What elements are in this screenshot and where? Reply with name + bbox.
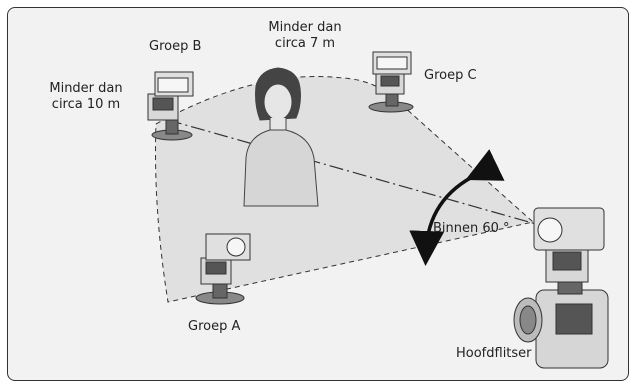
double-arrow-icon [409,149,505,266]
diagram-canvas [147,51,609,369]
group-b-label: Groep B [149,39,202,54]
person-icon [243,67,319,207]
camera-icon [513,289,609,369]
flash-unit-icon [533,207,605,295]
master-flash-label: Hoofdflitser [456,346,532,361]
distance-7m-line1: Minder dan [268,20,342,35]
flash-unit-icon [147,71,194,141]
diagram-frame: Minder dan circa 7 m Groep B Groep C Min… [7,7,629,381]
flash-unit-icon [368,51,414,113]
distance-10m-line2: circa 10 m [51,97,121,112]
angle-label: Binnen 60 ° [433,221,510,236]
distance-7m-label: Minder dan circa 7 m [240,20,370,52]
group-a-label: Groep A [188,319,241,334]
distance-7m-line2: circa 7 m [274,36,336,51]
distance-10m-label: Minder dan circa 10 m [46,81,126,113]
flash-unit-icon [195,233,251,305]
group-c-label: Groep C [424,68,477,83]
distance-10m-line1: Minder dan [49,81,123,96]
